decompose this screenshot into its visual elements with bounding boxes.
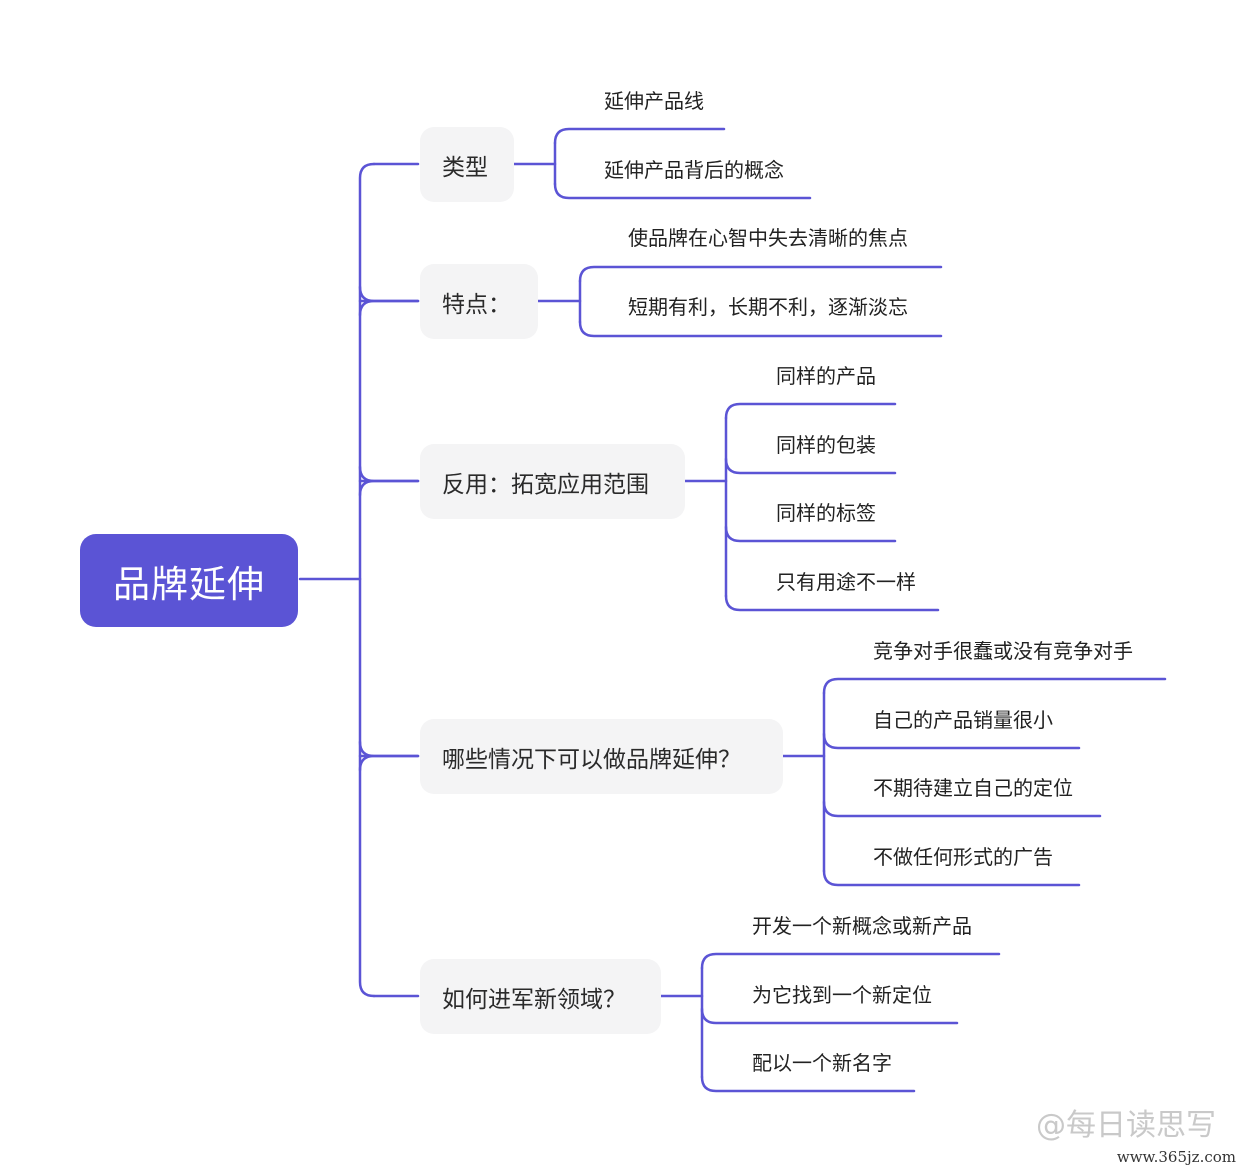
leaf-node[interactable]: 延伸产品背后的概念 <box>604 158 784 182</box>
branch-traits[interactable]: 特点： <box>420 264 538 339</box>
leaf-underline <box>724 402 897 420</box>
branch-type[interactable]: 类型 <box>420 127 514 202</box>
branch-reverse-use[interactable]: 反用：拓宽应用范围 <box>420 444 685 519</box>
leaf-underline <box>822 800 1102 818</box>
leaf-node[interactable]: 开发一个新概念或新产品 <box>752 914 972 938</box>
branch-connector <box>358 754 420 772</box>
branch-when-to-extend[interactable]: 哪些情况下可以做品牌延伸？ <box>420 719 783 794</box>
leaf-node[interactable]: 同样的标签 <box>776 501 876 525</box>
watermark: @每日读思写 <box>1036 1108 1216 1143</box>
leaf-node[interactable]: 延伸产品线 <box>604 89 704 113</box>
leaf-underline <box>700 1007 959 1025</box>
leaf-node[interactable]: 同样的包装 <box>776 433 876 457</box>
leaf-node[interactable]: 为它找到一个新定位 <box>752 983 932 1007</box>
branch-connector <box>358 479 420 497</box>
leaf-underline <box>724 457 897 475</box>
leaf-node[interactable]: 使品牌在心智中失去清晰的焦点 <box>628 226 908 250</box>
leaf-node[interactable]: 同样的产品 <box>776 364 876 388</box>
leaf-underline <box>822 677 1167 695</box>
leaf-underline <box>724 594 940 612</box>
leaf-underline <box>553 127 726 145</box>
watermark-url: www.365jz.com <box>1116 1148 1236 1166</box>
leaf-underline <box>822 869 1081 887</box>
branch-new-field[interactable]: 如何进军新领域？ <box>420 959 661 1034</box>
leaf-underline <box>553 182 812 200</box>
root-node[interactable]: 品牌延伸 <box>80 534 298 627</box>
leaf-node[interactable]: 不做任何形式的广告 <box>873 845 1053 869</box>
trunk-line <box>358 162 376 998</box>
branch-connector <box>358 465 420 483</box>
leaf-node[interactable]: 自己的产品销量很小 <box>873 708 1053 732</box>
branch-connector <box>358 740 420 758</box>
branch-connector <box>358 285 420 303</box>
leaf-node[interactable]: 配以一个新名字 <box>752 1051 892 1075</box>
leaf-underline <box>822 732 1081 750</box>
leaf-underline <box>700 1075 916 1093</box>
branch-connector <box>358 299 420 317</box>
leaf-underline <box>724 525 897 543</box>
leaf-node[interactable]: 竞争对手很蠢或没有竞争对手 <box>873 639 1133 663</box>
leaf-underline <box>578 265 943 283</box>
leaf-underline <box>578 320 943 338</box>
leaf-node[interactable]: 只有用途不一样 <box>776 570 916 594</box>
leaf-node[interactable]: 不期待建立自己的定位 <box>873 776 1073 800</box>
leaf-underline <box>700 952 1001 970</box>
leaf-node[interactable]: 短期有利，长期不利，逐渐淡忘 <box>628 295 908 319</box>
